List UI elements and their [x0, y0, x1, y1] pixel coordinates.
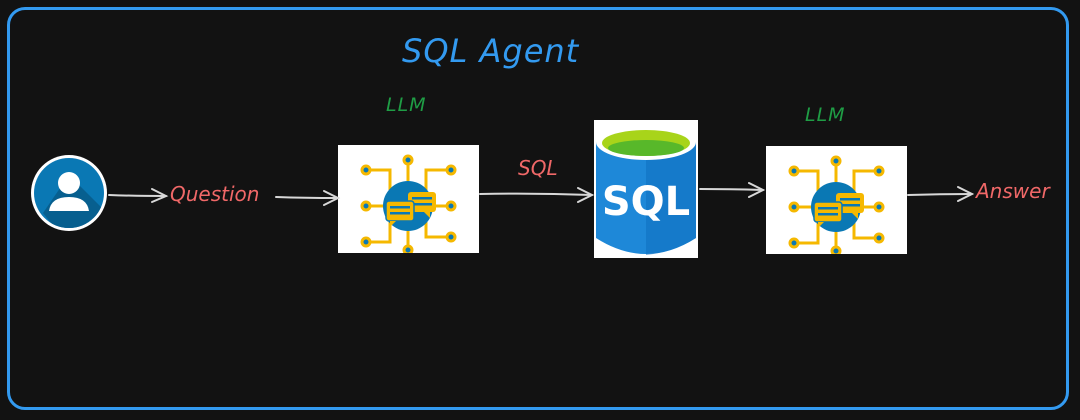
agent-frame	[7, 7, 1069, 410]
llm2-label: LLM	[805, 104, 846, 126]
llm1-node	[338, 145, 479, 256]
question-label: Question	[170, 182, 260, 206]
llm2-node	[766, 146, 907, 257]
user-avatar-icon	[31, 155, 107, 231]
llm1-label: LLM	[386, 94, 427, 116]
arrow-sql-to-llm2	[699, 182, 766, 198]
sql-query-label: SQL	[518, 156, 558, 180]
arrow-llm2-to-answer	[907, 186, 975, 202]
answer-label: Answer	[976, 179, 1050, 203]
llm-chat-network-icon	[788, 155, 885, 257]
sql-db-text: SQL	[602, 179, 690, 225]
sql-database-icon: SQL	[596, 124, 696, 255]
diagram-title: SQL Agent	[402, 32, 580, 70]
arrow-user-to-question	[108, 188, 169, 203]
sql-db-node: SQL	[594, 120, 698, 258]
arrow-question-to-llm1	[275, 190, 341, 206]
arrow-llm1-to-sql	[479, 187, 595, 203]
llm-chat-network-icon	[360, 154, 457, 256]
